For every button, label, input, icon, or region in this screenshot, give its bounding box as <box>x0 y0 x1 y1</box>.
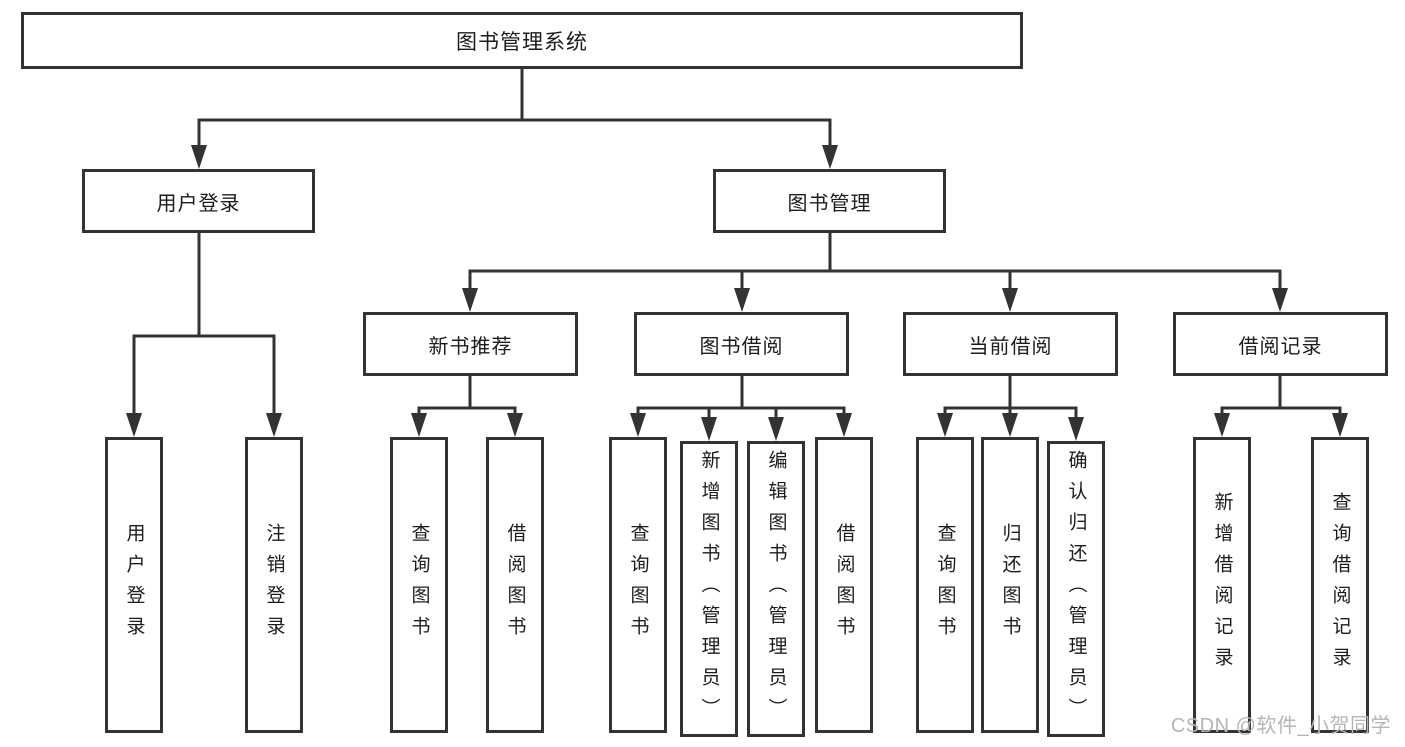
connector-borrow-records-children <box>1220 376 1342 420</box>
node-new-book-recommendation: 新书推荐 <box>363 312 578 376</box>
node-label: 注销登录 <box>263 523 285 647</box>
node-label: 新书推荐 <box>428 335 513 358</box>
node-label: 查询借阅记录 <box>1329 492 1351 678</box>
node-label: 借阅图书 <box>504 523 526 647</box>
connector-new-book-rec-children <box>417 376 517 420</box>
leaf-confirm-return-admin: 确认归还（管理员） <box>1047 441 1105 737</box>
leaf-add-books-admin: 新增图书（管理员） <box>680 441 738 737</box>
leaf-query-borrow-record: 查询借阅记录 <box>1311 437 1369 733</box>
node-label: 新增图书（管理员） <box>698 449 720 729</box>
node-label: 用户登录 <box>123 523 145 647</box>
leaf-user-login: 用户登录 <box>105 437 163 733</box>
node-label: 用户登录 <box>156 192 241 215</box>
connector-book-mgmt-children <box>468 233 1282 295</box>
leaf-query-books-rec: 查询图书 <box>390 437 448 733</box>
node-current-borrowing: 当前借阅 <box>903 312 1118 376</box>
node-label: 查询图书 <box>934 523 956 647</box>
node-user-login: 用户登录 <box>82 169 315 233</box>
node-label: 借阅记录 <box>1238 335 1323 358</box>
node-label: 查询图书 <box>627 523 649 647</box>
arrowheads <box>126 145 1348 441</box>
connector-root-to-level2 <box>197 69 832 152</box>
leaf-edit-books-admin: 编辑图书（管理员） <box>747 441 805 737</box>
node-library-management-system: 图书管理系统 <box>21 12 1023 69</box>
node-label: 图书借阅 <box>699 335 784 358</box>
node-label: 借阅图书 <box>833 523 855 647</box>
node-label: 查询图书 <box>408 523 430 647</box>
node-book-management: 图书管理 <box>713 169 946 233</box>
node-label: 确认归还（管理员） <box>1065 449 1087 729</box>
node-label: 图书管理 <box>787 192 872 215</box>
connector-book-borrow-children <box>636 376 846 424</box>
node-label: 新增借阅记录 <box>1211 492 1233 678</box>
leaf-add-borrow-record: 新增借阅记录 <box>1193 437 1251 733</box>
leaf-borrow-books-rec: 借阅图书 <box>486 437 544 733</box>
node-label: 编辑图书（管理员） <box>765 449 787 729</box>
leaf-borrow-books: 借阅图书 <box>815 437 873 733</box>
csdn-watermark: CSDN @软件_小贺同学 <box>1170 715 1391 737</box>
node-label: 图书管理系统 <box>456 30 588 54</box>
leaf-return-books: 归还图书 <box>981 437 1039 733</box>
node-label: 当前借阅 <box>968 335 1053 358</box>
node-book-borrowing: 图书借阅 <box>634 312 849 376</box>
connector-user-login-children <box>132 233 276 420</box>
leaf-query-books-borrow: 查询图书 <box>609 437 667 733</box>
node-borrowing-records: 借阅记录 <box>1173 312 1388 376</box>
leaf-logout: 注销登录 <box>245 437 303 733</box>
node-label: 归还图书 <box>999 523 1021 647</box>
leaf-query-books-current: 查询图书 <box>916 437 974 733</box>
